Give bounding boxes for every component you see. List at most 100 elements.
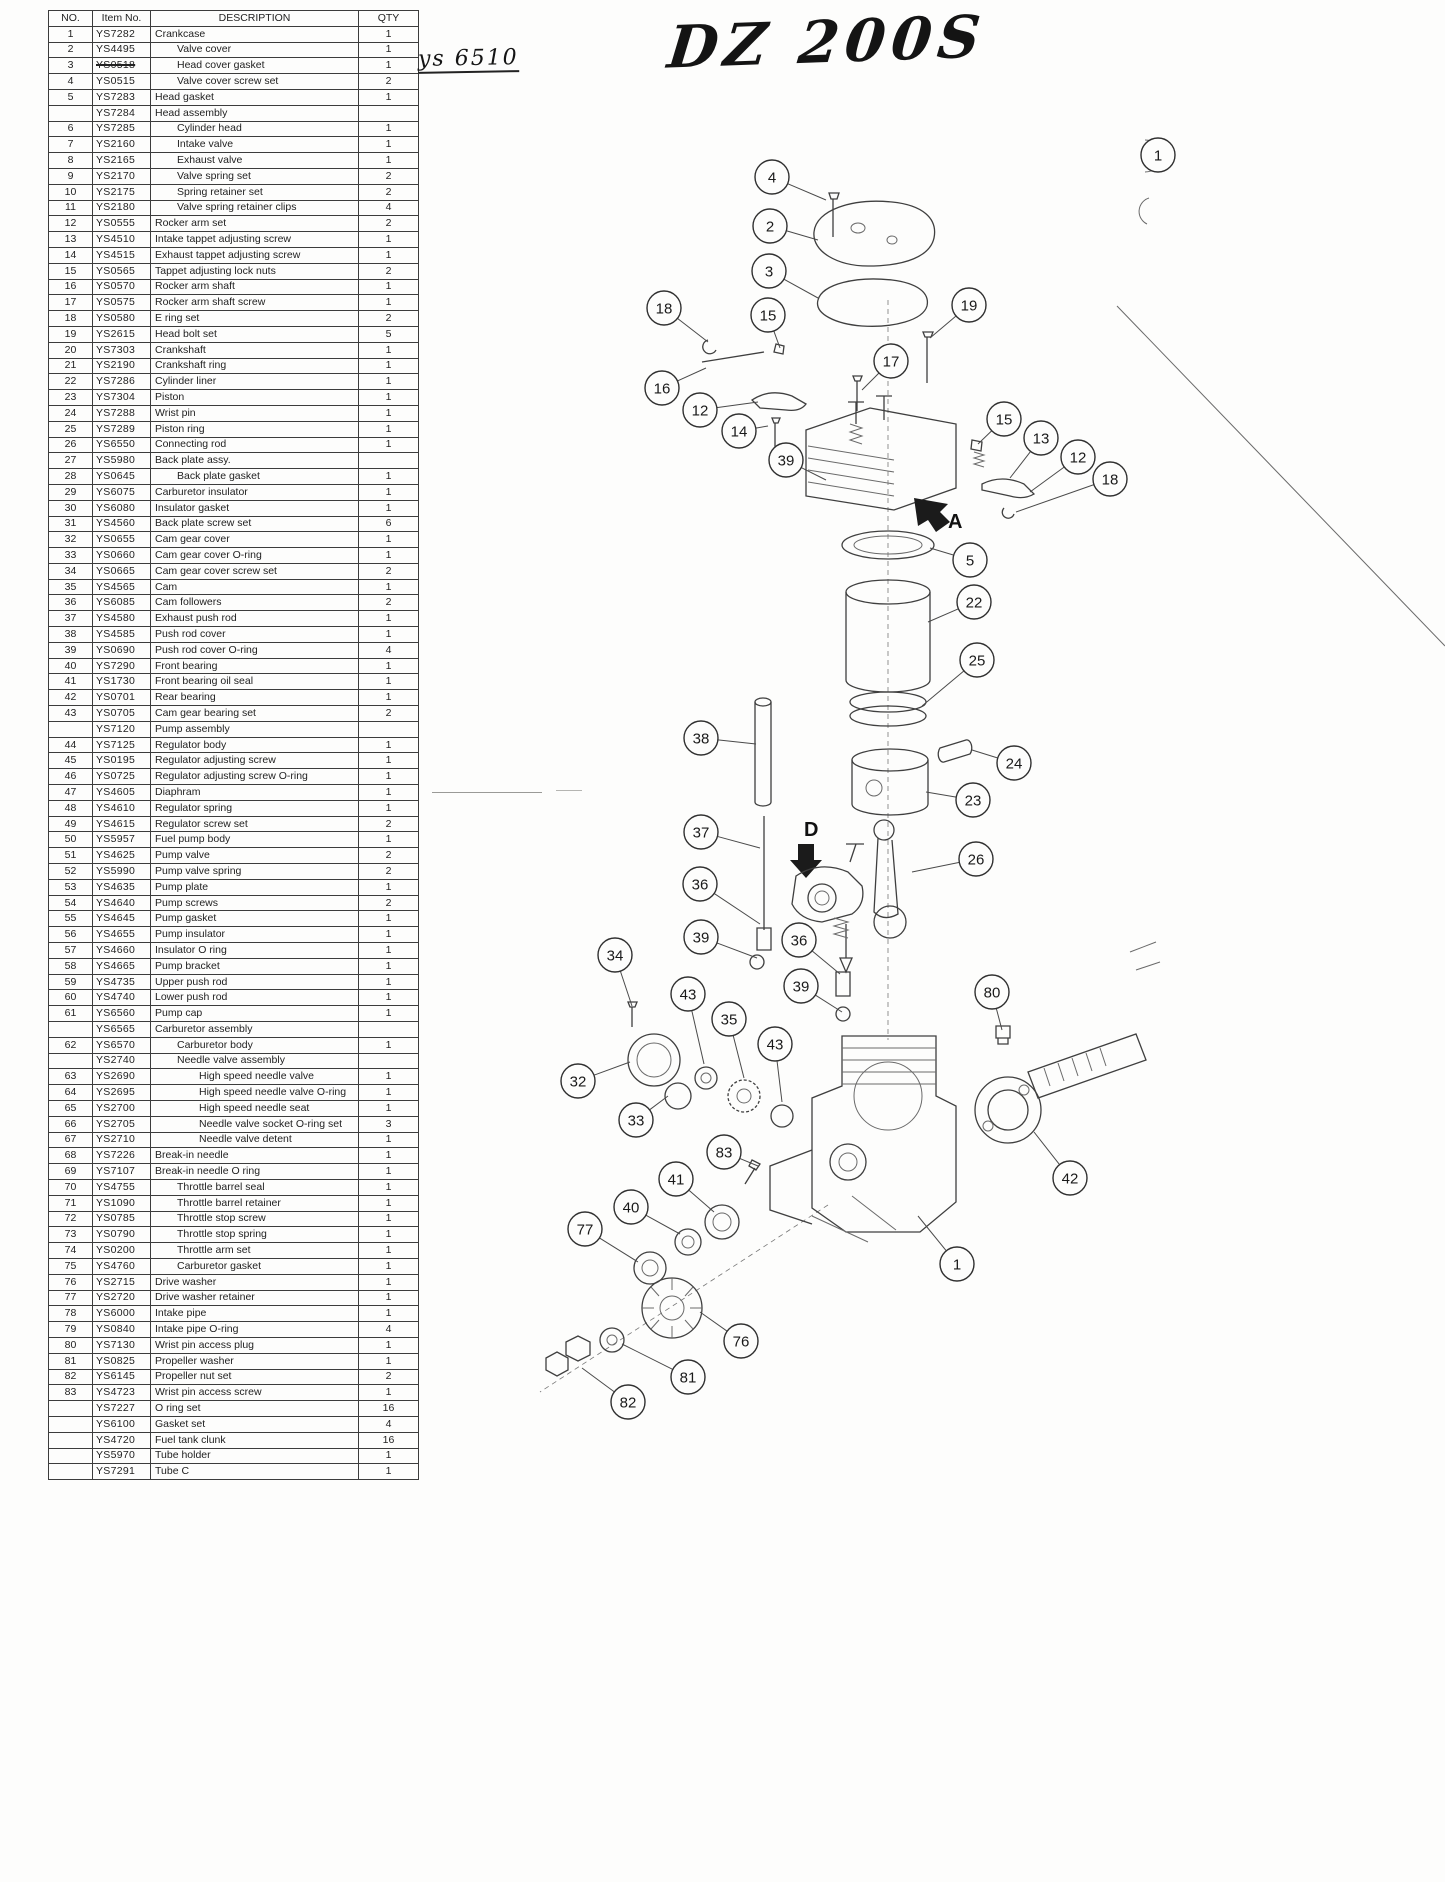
balloon-circle bbox=[752, 208, 788, 244]
rear-bearing-outer bbox=[974, 1076, 1042, 1144]
balloon-leader-line bbox=[755, 425, 769, 429]
valve-cover-drawing bbox=[813, 200, 936, 267]
connecting-rod-drawing bbox=[873, 837, 899, 919]
balloon-number: 76 bbox=[733, 1334, 750, 1351]
washer-retainer-drawing bbox=[633, 1251, 667, 1285]
crank-thread bbox=[1057, 1062, 1065, 1082]
valve-cover-hole bbox=[886, 235, 898, 245]
balloon-number: 3 bbox=[765, 264, 773, 281]
cell-qty: 1 bbox=[358, 1463, 419, 1481]
balloon-circle bbox=[783, 968, 819, 1004]
balloon-leader-line bbox=[773, 330, 781, 349]
oil-seal-drawing bbox=[674, 1228, 702, 1256]
push-rod-cover-top bbox=[754, 697, 772, 707]
balloon-number: 24 bbox=[1006, 756, 1023, 773]
balloon-number: 18 bbox=[1102, 472, 1119, 489]
head-fin bbox=[807, 457, 895, 473]
cam-gear-drawing bbox=[727, 1079, 761, 1113]
balloon-circle bbox=[683, 814, 719, 850]
balloon-leader-line bbox=[800, 467, 827, 481]
spring-drawing bbox=[972, 451, 986, 468]
lock-nut-drawing bbox=[970, 439, 983, 452]
balloon-number: 1 bbox=[1154, 148, 1162, 165]
balloon-leader-line bbox=[971, 749, 998, 759]
balloon-circle bbox=[683, 919, 719, 955]
balloon-leader-line bbox=[787, 183, 827, 201]
o-ring-drawing bbox=[749, 954, 765, 970]
crankshaft-partial-drawing bbox=[1027, 1033, 1147, 1099]
balloon-leader-line bbox=[929, 547, 954, 556]
cell-qty: 1 bbox=[358, 88, 419, 106]
propeller-washer-hole bbox=[606, 1334, 618, 1346]
balloon-leader-line bbox=[619, 970, 633, 1007]
head-gasket-inner bbox=[853, 535, 923, 555]
balloon-number: 33 bbox=[628, 1113, 645, 1130]
head-fin bbox=[807, 469, 895, 485]
balloon-leader-line bbox=[581, 1367, 615, 1393]
balloon-number: 77 bbox=[577, 1222, 594, 1239]
cam-bearing-drawing bbox=[694, 1066, 718, 1090]
head-gasket-drawing bbox=[841, 530, 935, 560]
balloon-number: 36 bbox=[692, 877, 709, 894]
balloon-circle bbox=[670, 976, 706, 1012]
balloon-number: 81 bbox=[680, 1370, 697, 1387]
balloon-circle bbox=[658, 1161, 694, 1197]
pencil-mark bbox=[432, 792, 542, 793]
assembly-arrow-d bbox=[790, 844, 822, 878]
axis-line-front bbox=[539, 1204, 829, 1393]
balloon-number: 37 bbox=[693, 825, 710, 842]
wrist-pin-hole bbox=[865, 779, 883, 797]
balloon-number: 32 bbox=[570, 1074, 587, 1091]
balloon-circle bbox=[952, 542, 988, 578]
assembly-arrow-a bbox=[914, 498, 950, 532]
cell-qty: 1 bbox=[358, 373, 419, 391]
balloon-number: 12 bbox=[692, 403, 709, 420]
carburetor-barrel bbox=[807, 883, 837, 913]
tappet-screw-drawing bbox=[771, 417, 781, 447]
needle-valve-drawing bbox=[846, 843, 864, 863]
balloon-number: 26 bbox=[968, 852, 985, 869]
balloon-circle bbox=[1140, 137, 1176, 173]
balloon-circle bbox=[781, 922, 817, 958]
crank-thread bbox=[1085, 1052, 1093, 1072]
balloon-leader-line bbox=[716, 401, 759, 409]
cam-gear-hub bbox=[736, 1088, 752, 1104]
front-bearing-inner bbox=[712, 1212, 732, 1232]
balloon-number: 5 bbox=[966, 553, 974, 570]
intake-valve-drawing bbox=[848, 401, 864, 424]
cover-screw-drawing bbox=[627, 1001, 638, 1027]
balloon-number: 12 bbox=[1070, 450, 1087, 467]
case-mount-lug bbox=[811, 1195, 897, 1243]
piston-ring-drawing bbox=[849, 691, 927, 713]
balloon-circle bbox=[1023, 420, 1059, 456]
balloon-leader-line bbox=[732, 1035, 745, 1079]
balloon-leader-line bbox=[621, 1343, 674, 1370]
balloon-number: 22 bbox=[966, 595, 983, 612]
balloon-leader-line bbox=[713, 893, 761, 925]
balloon-circle bbox=[951, 287, 987, 323]
balloon-leader-line bbox=[688, 1189, 715, 1213]
balloon-leader-line bbox=[786, 230, 819, 241]
balloon-leader-line bbox=[911, 861, 960, 873]
balloon-circle bbox=[974, 974, 1010, 1010]
crank-thread bbox=[1043, 1067, 1051, 1087]
